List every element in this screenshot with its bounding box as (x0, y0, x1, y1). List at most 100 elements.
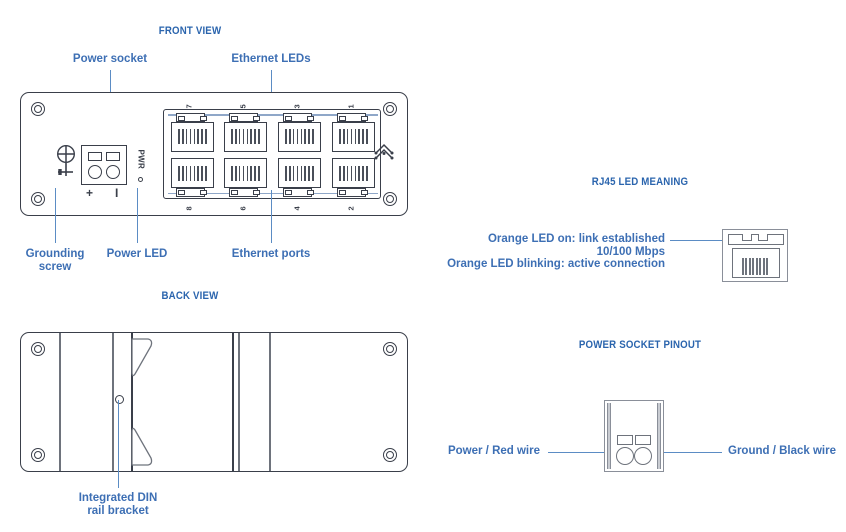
polarity-plus-marking: + (86, 186, 94, 200)
teltonika-chevron-logo-icon (373, 141, 395, 165)
din-bracket-edge (131, 333, 133, 471)
rj45-led-window-right (200, 115, 207, 121)
callout-ethernet-leds: Ethernet LEDs (231, 53, 311, 65)
rj45-detail-led-bar (728, 234, 784, 245)
rj45-led-line-3: Orange LED blinking: active connection (447, 258, 665, 270)
chassis-screw-bottom-left (31, 192, 45, 206)
rj45-led-window-right (307, 189, 314, 195)
rj45-led-window-right (361, 115, 368, 121)
rj45-detail-pins (742, 258, 768, 275)
grounding-screw-icon (54, 143, 78, 167)
power-led-indicator (138, 177, 143, 182)
back-panel-chassis (20, 332, 408, 472)
rj45-detail-figure (722, 229, 788, 282)
chassis-screw-top-right (383, 102, 397, 116)
ethernet-port-6[interactable] (222, 157, 269, 197)
rj45-contact-pins (339, 129, 368, 144)
rj45-contact-pins (285, 129, 314, 144)
front-panel-chassis: + I PWR (20, 92, 408, 216)
back-seam-1 (59, 333, 61, 471)
port-number-5: 5 (238, 104, 248, 109)
ethernet-led-strip-bottom (168, 192, 378, 194)
back-screw-bottom-left (31, 448, 45, 462)
power-socket-hole-left (88, 165, 102, 179)
ethernet-led-strip-top (168, 114, 378, 116)
port-number-8: 8 (184, 206, 194, 211)
rj45-led-meaning-title: RJ45 LED MEANING (591, 176, 689, 188)
front-view-title: FRONT VIEW (158, 25, 222, 37)
leader-ground-black-wire (658, 452, 722, 454)
pinout-rail-left (607, 403, 611, 469)
pwr-label: PWR (136, 149, 146, 170)
back-screw-top-right (383, 342, 397, 356)
rj45-contact-pins (231, 166, 260, 181)
rj45-contact-pins (178, 129, 207, 144)
callout-ground-black-wire: Ground / Black wire (728, 445, 836, 457)
chassis-screw-top-left (31, 102, 45, 116)
back-seam-2 (112, 333, 114, 471)
rj45-led-window-left (178, 189, 185, 195)
port-number-6: 6 (238, 206, 248, 211)
ethernet-ports-bezel (163, 109, 381, 199)
chassis-screw-bottom-right (383, 192, 397, 206)
power-socket-connector (81, 145, 127, 185)
power-socket-terminal-left (88, 152, 102, 161)
leader-din-rail (118, 400, 120, 488)
back-seam-4 (238, 333, 240, 471)
ethernet-port-2[interactable] (330, 157, 377, 197)
back-seam-3 (232, 333, 234, 471)
rj45-led-window-right (361, 189, 368, 195)
rj45-led-window-right (307, 115, 314, 121)
power-socket-terminal-right (106, 152, 120, 161)
back-view-title: BACK VIEW (161, 290, 219, 302)
pinout-hole-ground (634, 447, 652, 465)
rj45-detail-notch-right (758, 234, 768, 241)
power-socket-pinout-title: POWER SOCKET PINOUT (578, 339, 702, 351)
callout-grounding-screw-line1: Grounding (25, 248, 85, 260)
ethernet-port-3[interactable] (276, 113, 323, 153)
rj45-led-window-left (285, 189, 292, 195)
pinout-terminal-left (617, 435, 633, 445)
power-socket-hole-right (106, 165, 120, 179)
power-socket-pinout-figure (604, 400, 664, 472)
callout-power-socket: Power socket (72, 53, 148, 65)
earth-ground-symbol-icon (54, 163, 78, 179)
callout-power-led: Power LED (106, 248, 168, 260)
rj45-led-window-left (178, 115, 185, 121)
ethernet-port-7[interactable] (169, 113, 216, 153)
callout-grounding-screw: Grounding screw (10, 248, 100, 273)
ethernet-port-8[interactable] (169, 157, 216, 197)
rj45-led-window-left (339, 189, 346, 195)
rj45-contact-pins (285, 166, 314, 181)
polarity-minus-marking: I (115, 186, 119, 200)
ethernet-port-1[interactable] (330, 113, 377, 153)
din-rail-clip-bottom (131, 426, 155, 466)
din-bracket-hole (115, 395, 124, 404)
callout-din-rail-bracket: Integrated DIN rail bracket (58, 492, 178, 517)
leader-ethernet-ports (271, 190, 273, 243)
rj45-contact-pins (339, 166, 368, 181)
ethernet-port-4[interactable] (276, 157, 323, 197)
rj45-led-window-left (285, 115, 292, 121)
pinout-rail-right (657, 403, 661, 469)
rj45-led-description: Orange LED on: link established 10/100 M… (435, 233, 665, 271)
port-number-2: 2 (346, 206, 356, 211)
callout-din-rail-line1: Integrated DIN (78, 492, 158, 504)
callout-grounding-screw-line2: screw (38, 260, 72, 273)
ethernet-port-5[interactable] (222, 113, 269, 153)
back-screw-bottom-right (383, 448, 397, 462)
din-rail-clip-top (131, 338, 155, 378)
leader-power-red-wire (548, 452, 610, 454)
rj45-led-line-1: Orange LED on: link established (487, 233, 665, 245)
back-screw-top-left (31, 342, 45, 356)
callout-ethernet-ports: Ethernet ports (231, 248, 311, 260)
port-number-3: 3 (292, 104, 302, 109)
pinout-terminal-right (635, 435, 651, 445)
callout-power-red-wire: Power / Red wire (447, 445, 540, 457)
rj45-led-window-left (231, 115, 238, 121)
port-number-1: 1 (346, 104, 356, 109)
rj45-detail-notch-left (742, 234, 752, 241)
rj45-led-window-left (339, 115, 346, 121)
rj45-led-window-left (231, 189, 238, 195)
